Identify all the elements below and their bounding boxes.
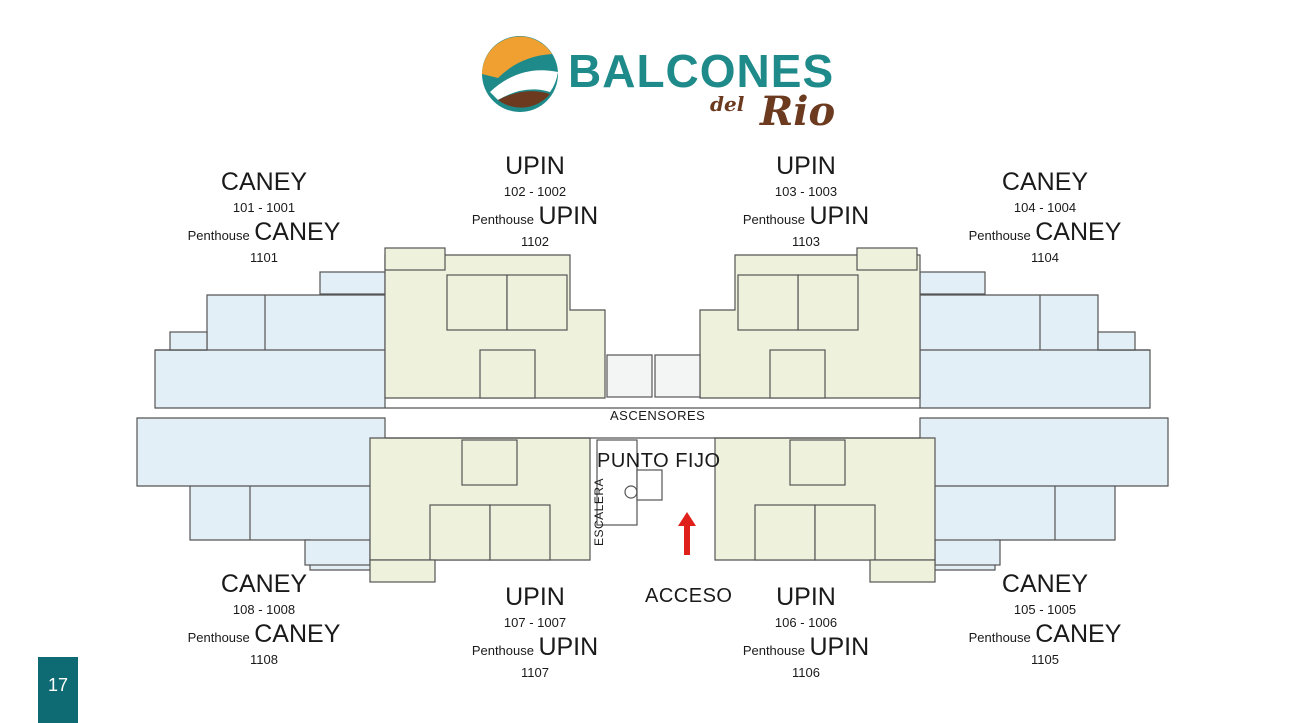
- penthouse-line: Penthouse UPIN: [686, 204, 926, 229]
- penthouse-line: Penthouse CANEY: [925, 622, 1165, 647]
- upin-top-left: [384, 247, 606, 399]
- penthouse-word: Penthouse: [742, 212, 805, 227]
- penthouse-name: UPIN: [809, 202, 870, 230]
- penthouse-name: UPIN: [538, 202, 599, 230]
- penthouse-word: Penthouse: [471, 643, 534, 658]
- penthouse-word: Penthouse: [471, 212, 534, 227]
- penthouse-name: UPIN: [538, 633, 599, 661]
- penthouse-line: Penthouse UPIN: [415, 204, 655, 229]
- penthouse-word: Penthouse: [968, 228, 1031, 243]
- unit-label-top-left: CANEY 101 - 1001 Penthouse CANEY 1101: [144, 168, 384, 265]
- penthouse-name: CANEY: [1035, 218, 1122, 246]
- logo-emblem-icon: [482, 36, 558, 112]
- acceso-label: ACCESO: [645, 585, 733, 607]
- penthouse-line: Penthouse CANEY: [925, 220, 1165, 245]
- unit-label-top-right: CANEY 104 - 1004 Penthouse CANEY 1104: [925, 168, 1165, 265]
- unit-name: CANEY: [220, 168, 308, 196]
- penthouse-word: Penthouse: [187, 630, 250, 645]
- penthouse-number: 1107: [521, 665, 549, 680]
- penthouse-number: 1103: [792, 234, 820, 249]
- penthouse-word: Penthouse: [187, 228, 250, 243]
- penthouse-line: Penthouse CANEY: [144, 220, 384, 245]
- unit-label-bottom-left: CANEY 108 - 1008 Penthouse CANEY 1108: [144, 570, 384, 667]
- penthouse-word: Penthouse: [968, 630, 1031, 645]
- unit-name: UPIN: [776, 583, 836, 611]
- unit-name: UPIN: [505, 583, 565, 611]
- unit-label-bottom-right: CANEY 105 - 1005 Penthouse CANEY 1105: [925, 570, 1165, 667]
- penthouse-line: Penthouse UPIN: [686, 635, 926, 660]
- unit-range: 106 - 1006: [774, 615, 838, 630]
- unit-label-top-mid-right: UPIN 103 - 1003 Penthouse UPIN 1103: [686, 152, 926, 249]
- unit-name: CANEY: [1001, 570, 1089, 598]
- unit-name: UPIN: [505, 152, 565, 180]
- stair-core: [596, 439, 663, 526]
- unit-range: 103 - 1003: [774, 184, 838, 199]
- penthouse-name: CANEY: [1035, 620, 1122, 648]
- punto-fijo-label: PUNTO FIJO: [597, 450, 721, 472]
- page-number-badge: 17: [38, 657, 78, 723]
- penthouse-name: UPIN: [809, 633, 870, 661]
- penthouse-line: Penthouse UPIN: [415, 635, 655, 660]
- unit-range: 104 - 1004: [1013, 200, 1077, 215]
- logo-del-text: del: [710, 92, 745, 116]
- penthouse-word: Penthouse: [742, 643, 805, 658]
- caney-wing-right: [919, 271, 1169, 571]
- unit-name: CANEY: [220, 570, 308, 598]
- upin-bottom-left: [369, 437, 591, 583]
- page-number: 17: [47, 675, 69, 695]
- balcones-del-rio-logo: BALCONES del Rio: [480, 30, 840, 140]
- upin-top-right: [699, 247, 921, 399]
- ascensores-label: ASCENSORES: [610, 408, 706, 423]
- penthouse-name: CANEY: [254, 620, 341, 648]
- penthouse-number: 1101: [250, 250, 278, 265]
- penthouse-number: 1102: [521, 234, 549, 249]
- penthouse-number: 1104: [1031, 250, 1059, 265]
- unit-label-bottom-mid-left: UPIN 107 - 1007 Penthouse UPIN 1107: [415, 583, 655, 680]
- unit-range: 105 - 1005: [1013, 602, 1077, 617]
- elevator-shafts: [606, 354, 701, 398]
- penthouse-number: 1105: [1031, 652, 1059, 667]
- upin-bottom-right: [714, 437, 936, 583]
- escalera-label: ESCALERA: [592, 477, 607, 547]
- penthouse-number: 1108: [250, 652, 278, 667]
- unit-label-bottom-mid-right: UPIN 106 - 1006 Penthouse UPIN 1106: [686, 583, 926, 680]
- logo-rio-text: Rio: [760, 88, 836, 135]
- unit-name: CANEY: [1001, 168, 1089, 196]
- unit-name: UPIN: [776, 152, 836, 180]
- unit-range: 101 - 1001: [232, 200, 296, 215]
- unit-label-top-mid-left: UPIN 102 - 1002 Penthouse UPIN 1102: [415, 152, 655, 249]
- penthouse-name: CANEY: [254, 218, 341, 246]
- unit-range: 102 - 1002: [503, 184, 567, 199]
- logo-brand-text: BALCONES: [568, 45, 835, 97]
- penthouse-number: 1106: [792, 665, 820, 680]
- caney-wing-left: [136, 271, 386, 571]
- unit-range: 107 - 1007: [503, 615, 567, 630]
- access-arrow-icon: [678, 512, 696, 555]
- floor-plan: [136, 247, 1169, 583]
- penthouse-line: Penthouse CANEY: [144, 622, 384, 647]
- unit-range: 108 - 1008: [232, 602, 296, 617]
